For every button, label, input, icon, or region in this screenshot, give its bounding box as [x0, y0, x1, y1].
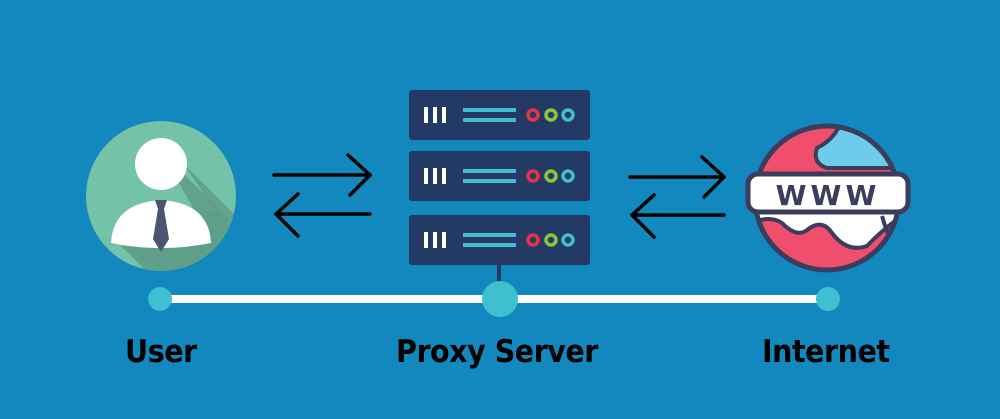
timeline-node-internet	[816, 287, 840, 311]
user-node	[86, 121, 236, 271]
bidirectional-arrows-icon	[628, 155, 726, 239]
timeline-node-user	[148, 287, 172, 311]
user-proxy-arrows	[268, 150, 378, 240]
server-unit	[409, 90, 590, 140]
proxy-server-node	[409, 90, 591, 265]
user-label: User	[125, 334, 197, 370]
server-unit	[409, 215, 590, 265]
user-avatar-icon	[86, 121, 236, 271]
proxy-internet-arrows	[624, 150, 734, 240]
server-rack-icon	[409, 90, 590, 265]
internet-node: WWW	[742, 118, 914, 278]
timeline-node-proxy	[482, 281, 518, 317]
www-globe-icon: WWW	[745, 123, 911, 273]
globe-www-text: WWW	[776, 179, 881, 212]
timeline	[0, 260, 1000, 320]
internet-label: Internet	[762, 334, 890, 370]
bidirectional-arrows-icon	[272, 153, 372, 238]
proxy-server-label: Proxy Server	[396, 334, 598, 370]
server-connector	[497, 260, 501, 290]
server-unit	[409, 151, 590, 201]
